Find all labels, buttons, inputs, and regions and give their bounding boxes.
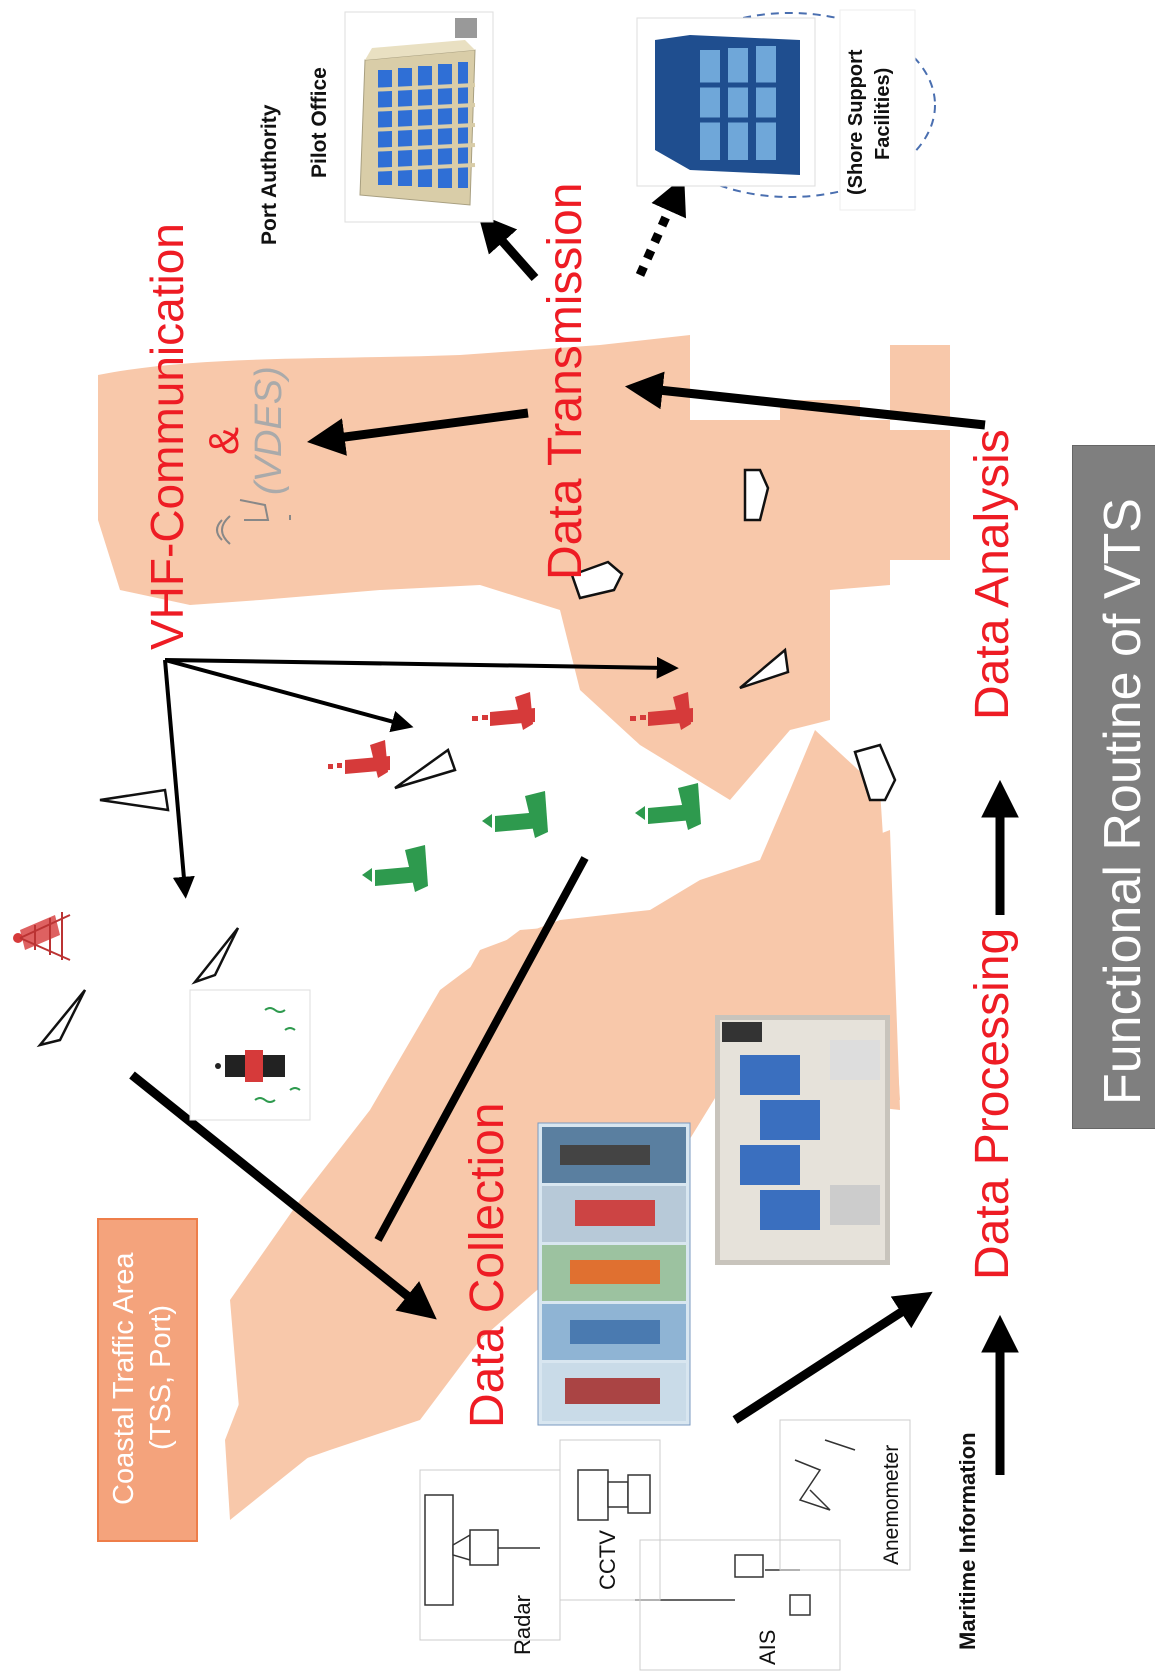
antenna-icon — [216, 499, 291, 545]
coastal-traffic-area-box — [97, 1218, 198, 1542]
arrow-transmission-to-vhf — [307, 408, 529, 456]
coastal-traffic-area-sublabel: (TSS, Port) — [145, 1304, 177, 1450]
label-maritime-information: Maritime Information — [955, 1432, 980, 1650]
building-pilot-office — [344, 11, 494, 223]
arrow-transmission-to-pilot — [477, 213, 539, 281]
land-pier-1 — [780, 400, 860, 540]
label-vhf-communication: VHF-Communication — [141, 223, 193, 650]
label-shore-support-1: (Shore Support — [845, 49, 867, 195]
label-anemometer: Anemometer — [880, 1444, 903, 1565]
label-ais: AIS — [755, 1629, 780, 1665]
arrow-sea-to-collection-1 — [129, 1071, 437, 1320]
arrow-analysis-to-transmission — [624, 371, 986, 430]
lighthouse-icon — [19, 912, 71, 961]
ship-outline-1 — [743, 468, 770, 522]
arrow-transmission-to-shore — [635, 176, 686, 277]
arrow-vhf-to-sea-1 — [164, 656, 679, 679]
beacon-card — [189, 989, 311, 1121]
vts-room-photo — [715, 1015, 890, 1265]
arrow-collection-to-processing — [732, 1291, 933, 1424]
label-port-authority: Port Authority — [258, 104, 281, 245]
label-data-analysis: Data Analysis — [966, 429, 1019, 720]
lighthouses-photo — [537, 1122, 691, 1426]
sensor-cctv-icon — [577, 1469, 651, 1521]
sensor-cards — [419, 1419, 911, 1671]
label-pilot-office: Pilot Office — [308, 67, 331, 178]
red-buoys — [13, 692, 693, 950]
label-ampersand: & — [200, 426, 247, 455]
label-data-transmission: Data Transmission — [539, 182, 592, 580]
vessel-markers — [36, 647, 790, 1048]
label-cctv: CCTV — [595, 1530, 620, 1590]
coastal-traffic-area-label: Coastal Traffic Area — [108, 1252, 140, 1505]
diagram-title: Functional Routine of VTS — [1094, 498, 1152, 1105]
label-radar: Radar — [510, 1595, 535, 1655]
flow-arrows — [129, 176, 1019, 1475]
arrow-vhf-to-sea-3 — [163, 659, 195, 899]
label-shore-support-2: Facilities) — [872, 67, 894, 160]
arrow-vhf-to-sea-2 — [164, 658, 414, 733]
label-data-processing: Data Processing — [966, 927, 1019, 1280]
sensor-ais-icon — [635, 1554, 811, 1616]
land-pier-2 — [865, 430, 950, 560]
title-box — [1072, 445, 1155, 1129]
ship-outline-2 — [570, 560, 624, 600]
building-shore-support — [636, 9, 936, 211]
label-data-collection: Data Collection — [461, 1102, 514, 1429]
arrow-sea-to-collection-2 — [374, 856, 589, 1242]
green-buoys — [362, 783, 701, 892]
label-vdes: (VDES) — [248, 366, 290, 495]
ship-outline-3 — [853, 743, 897, 802]
sensor-anemometer-icon — [794, 1439, 856, 1511]
sensor-radar-icon — [424, 1494, 540, 1606]
